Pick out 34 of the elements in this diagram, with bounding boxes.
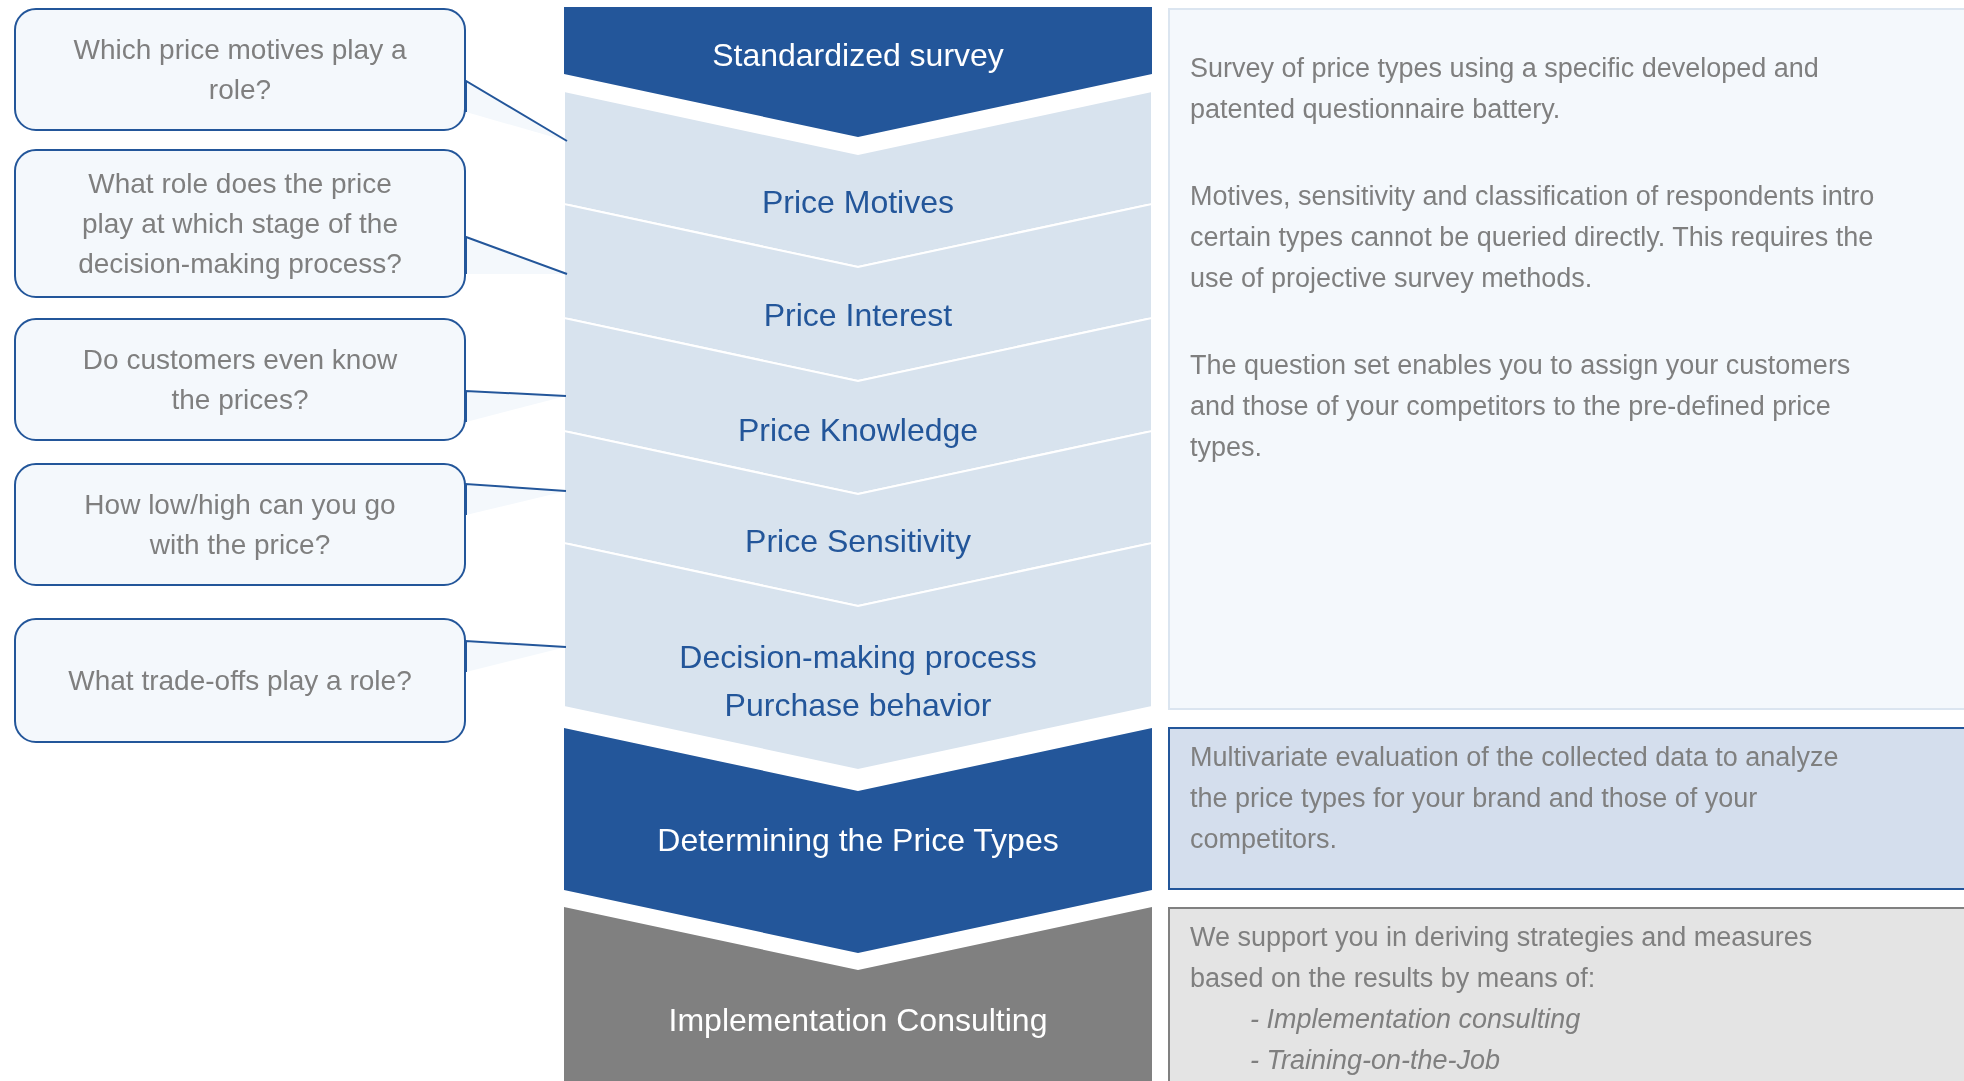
stage-label: Standardized survey (712, 36, 1004, 75)
question-callout (14, 618, 466, 743)
description-text: Motives, sensitivity and classification of respondents intro certain types cannot be queried directly. This requires the use of projective survey methods. (1190, 180, 1876, 295)
stage-label: Determining the Price Types (657, 821, 1059, 860)
stage-label: Price Motives (761, 183, 954, 222)
question-callout (14, 463, 466, 586)
question-callout (14, 8, 466, 131)
stage-label: Decision-making process (679, 638, 1037, 677)
question-callout (14, 318, 466, 441)
question-text: Which price motives play a role? (72, 32, 408, 107)
description-text: Survey of price types using a specific developed and patented questionnaire battery. (1190, 52, 1820, 126)
question-text: What role does the price play at which stage of the decision-making process? (77, 166, 403, 281)
stage-label: Price Knowledge (737, 411, 979, 450)
stage-label: Implementation Consulting (668, 1001, 1048, 1040)
callout-pointer (465, 235, 568, 275)
callout-pointer (465, 639, 567, 673)
callout-pointer (465, 389, 567, 423)
description-panel (1168, 727, 1964, 890)
list-item: - Training-on-the-Job (1249, 1044, 1502, 1077)
stage-label: Price Interest (763, 296, 953, 335)
question-text: What trade-offs play a role? (68, 663, 412, 698)
description-panel (1168, 8, 1964, 710)
callout-pointer (465, 482, 567, 516)
description-panel (1168, 907, 1964, 1081)
stage-label: Price Sensitivity (745, 522, 971, 561)
description-text: The question set enables you to assign your customers and those of your competitors to the pre-defined price types. (1190, 349, 1852, 464)
list-item: - Implementation consulting (1249, 1003, 1582, 1036)
question-callout (14, 149, 466, 298)
callout-pointer (465, 79, 568, 142)
stage-label: Purchase behavior (724, 686, 992, 725)
question-text: How low/high can you go with the price? (83, 487, 397, 562)
description-text: Multivariate evaluation of the collected data to analyze the price types for your brand and those of your competitors. (1190, 741, 1840, 856)
question-text: Do customers even know the prices? (81, 342, 399, 417)
description-text: We support you in deriving strategies and measures based on the results by means of: (1190, 921, 1814, 995)
